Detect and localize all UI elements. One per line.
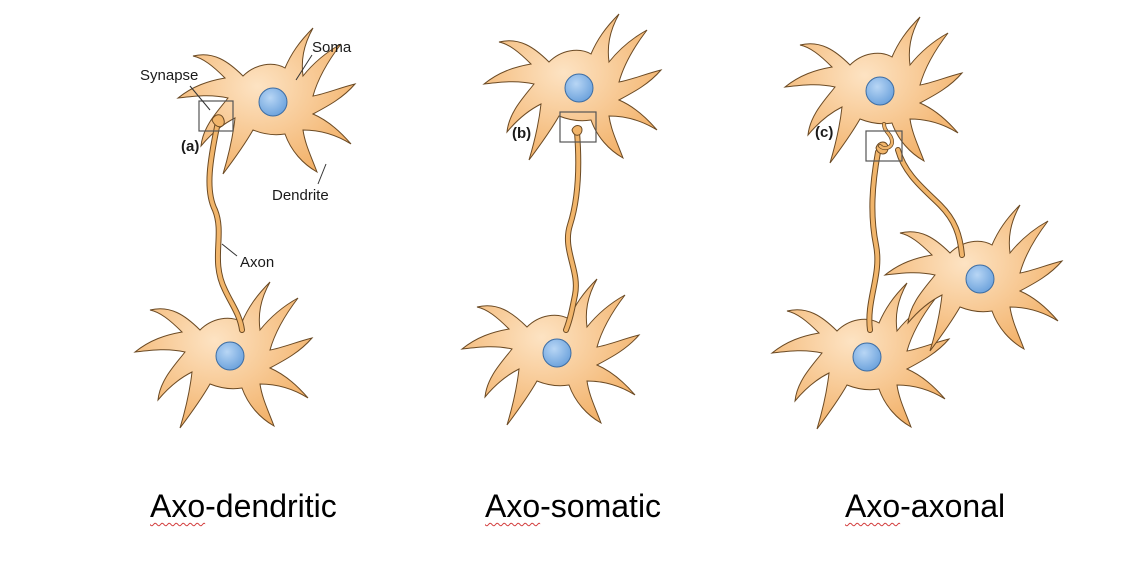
soma-label: Soma [312,39,352,56]
caption-suffix: -somatic [540,488,662,524]
caption-prefix: Axo [150,488,206,524]
axon-terminal [211,114,225,128]
synapse-leader [189,85,211,111]
panel-b-axo-somatic: (b) [461,13,662,426]
postsynaptic-neuron-soma [461,278,640,426]
panel-a-axo-dendritic: Soma Synapse Dendrite Axon (a) [134,27,356,429]
dendrite-leader [317,163,327,185]
caption-prefix: Axo [485,488,541,524]
caption-suffix: -axonal [900,488,1006,524]
presynaptic-neuron-soma [784,16,963,164]
panel-b-tag: (b) [512,125,531,142]
caption-suffix: -dendritic [205,488,337,524]
soma-leader [295,54,313,81]
synapse-box [198,100,234,132]
synapse-box [865,130,903,162]
postsynaptic-neuron-soma [134,281,313,429]
caption-axo-somatic: Axo-somatic [485,488,661,525]
axon-label: Axon [240,254,274,271]
panel-a-tag: (a) [181,138,199,155]
caption-axo-dendritic: Axo-dendritic [150,488,337,525]
synapse-label: Synapse [140,67,198,84]
axon-terminal [571,125,583,136]
dendrite-label: Dendrite [272,187,329,204]
panel-c-tag: (c) [815,124,833,141]
synapse-box [559,111,597,143]
presynaptic-neuron-soma [483,13,662,161]
panel-c-axo-axonal: (c) [771,16,1063,430]
caption-axo-axonal: Axo-axonal [845,488,1005,525]
caption-prefix: Axo [845,488,901,524]
axon-leader [221,243,238,257]
